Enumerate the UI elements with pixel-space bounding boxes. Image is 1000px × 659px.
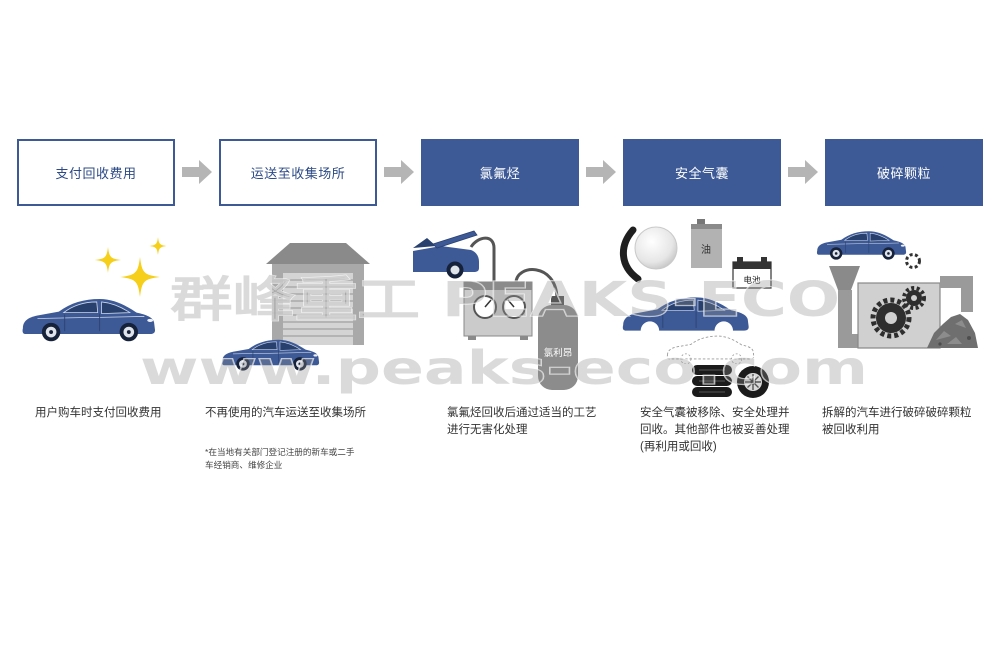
step1-illustration [22, 237, 167, 342]
debris-pile-icon [927, 314, 978, 348]
watermark-brand: 群峰重工 PEAKS-ECO [170, 272, 840, 328]
arrow-right-icon [182, 160, 212, 184]
car-icon [22, 298, 156, 342]
description-line: 安全气囊被移除、安全处理并 [640, 407, 790, 419]
step-title: 破碎颗粒 [876, 166, 931, 181]
step-box-transport: 运送至收集场所 [219, 139, 377, 206]
car-hood-open-icon [413, 230, 479, 279]
recovery-machine-icon [463, 281, 533, 340]
step5-illustration [816, 230, 978, 349]
battery-label: 电池 [743, 275, 761, 285]
step-description: 氯氟烃回收后通过适当的工艺 进行无害化处理 [447, 405, 622, 439]
shredder-icon [829, 266, 973, 349]
description-line: (再利用或回收) [640, 441, 717, 453]
gas-cylinder-icon: 氯利昂 [538, 296, 578, 390]
step-title: 运送至收集场所 [250, 166, 346, 181]
footnote: *在当地有关部门登记注册的新车或二手 车经销商、维修企业 [205, 446, 354, 472]
step-title: 氯氟烃 [479, 166, 521, 181]
step-description: 不再使用的汽车运送至收集场所 [205, 405, 405, 422]
step2-illustration [221, 243, 370, 371]
sparkle-icon [120, 257, 160, 297]
arrow-right-icon [586, 160, 616, 184]
conveyor-pipe [940, 276, 973, 312]
step-box-cfc: 氯氟烃 [421, 139, 579, 206]
step-box-payment: 支付回收费用 [17, 139, 175, 206]
tire-stack-icon [692, 365, 732, 397]
cylinder-label: 氯利昂 [544, 347, 573, 359]
hose [514, 268, 559, 299]
step4-illustration: 油 电池 [620, 219, 772, 398]
oil-label: 油 [701, 243, 711, 256]
description-line: 用户购车时支付回收费用 [35, 407, 162, 419]
description-line: 进行无害化处理 [447, 424, 528, 436]
step-description: 拆解的汽车进行破碎破碎颗粒 被回收利用 [822, 405, 994, 439]
oil-can-icon: 油 [691, 219, 722, 268]
watermark: 群峰重工 PEAKS-ECO www.peaks-eco.com [139, 271, 868, 395]
step-description: 用户购车时支付回收费用 [35, 405, 195, 422]
battery-icon: 电池 [732, 257, 772, 289]
step-title: 支付回收费用 [55, 166, 137, 181]
gauge-icon [502, 295, 526, 319]
warehouse-icon [266, 243, 370, 345]
description-line: 拆解的汽车进行破碎破碎颗粒 [822, 407, 972, 419]
hose [469, 236, 496, 283]
funnel [829, 266, 860, 290]
description-line: 不再使用的汽车运送至收集场所 [205, 407, 366, 419]
footnote-line: 车经销商、维修企业 [205, 460, 283, 470]
airbag-icon [634, 226, 678, 270]
step-description: 安全气囊被移除、安全处理并 回收。其他部件也被妥善处理 (再利用或回收) [640, 405, 815, 456]
description-line: 回收。其他部件也被妥善处理 [640, 424, 790, 436]
gear-icon [870, 297, 912, 339]
gear-icon [902, 286, 926, 310]
watermark-url: www.peaks-eco.com [140, 341, 868, 395]
steering-wheel-icon [620, 226, 642, 283]
step-box-shredding: 破碎颗粒 [825, 139, 983, 206]
blade-icon [905, 253, 921, 269]
arrow-right-icon [384, 160, 414, 184]
step-box-airbag: 安全气囊 [623, 139, 781, 206]
gauge-icon [473, 295, 497, 319]
description-line: 氯氟烃回收后通过适当的工艺 [447, 407, 597, 419]
sparkle-icon [95, 247, 121, 273]
description-line: 被回收利用 [822, 424, 880, 436]
step3-illustration: 氯利昂 [413, 230, 578, 390]
wheel-icon [737, 366, 769, 398]
car-icon [816, 230, 907, 260]
footnote-line: *在当地有关部门登记注册的新车或二手 [205, 447, 355, 457]
step-title: 安全气囊 [674, 166, 729, 181]
sparkle-icon [149, 237, 167, 255]
arrow-right-icon [788, 160, 818, 184]
